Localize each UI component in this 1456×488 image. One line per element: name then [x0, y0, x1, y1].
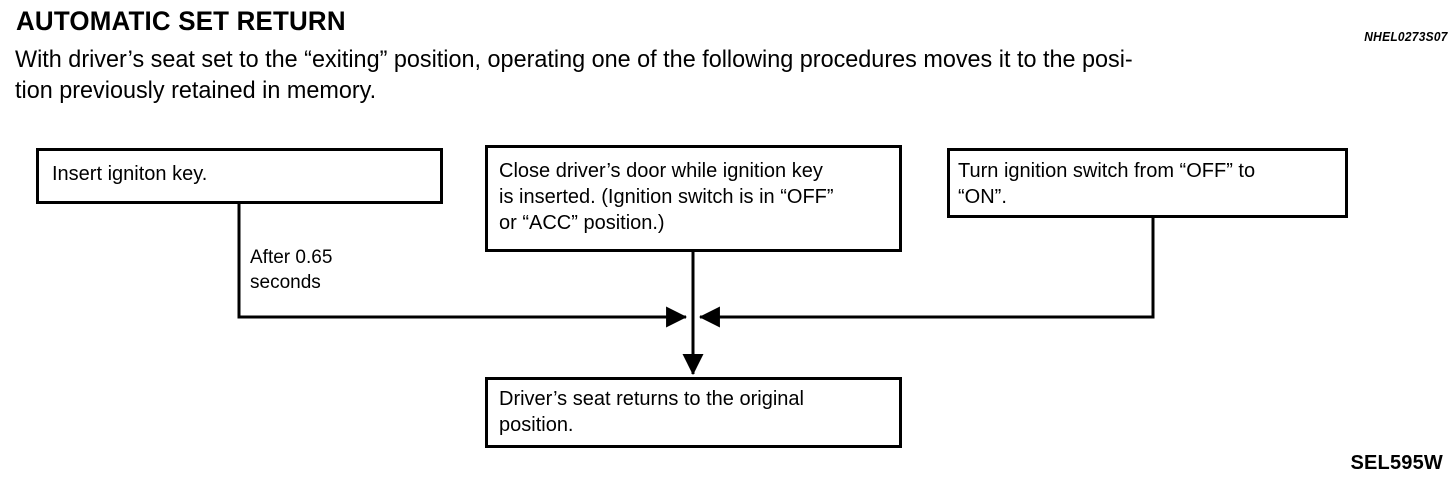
- intro-line-2: tion previously retained in memory.: [15, 77, 377, 104]
- connector-insert-key: [237, 202, 688, 328]
- edge-label-delay: After 0.65 seconds: [250, 247, 333, 293]
- box-label-insert-key: Insert igniton key.: [52, 163, 208, 185]
- box-label-seat-returns: Driver’s seat returns to the original po…: [499, 388, 804, 436]
- box-label-turn-switch: Turn ignition switch from “OFF” to “ON”.: [958, 160, 1256, 208]
- box-seat-returns: [485, 377, 902, 448]
- connector-turn-switch: [698, 216, 1155, 328]
- box-label-close-door: Close driver’s door while ignition key i…: [499, 160, 834, 234]
- intro-paragraph: With driver’s seat set to the “exiting” …: [15, 44, 1404, 106]
- intro-line-1: With driver’s seat set to the “exiting” …: [15, 46, 1133, 73]
- reference-code-top: NHEL0273S07: [1364, 29, 1448, 44]
- page-title: AUTOMATIC SET RETURN: [16, 6, 346, 36]
- box-turn-switch: [947, 148, 1348, 218]
- reference-code-bottom: SEL595W: [1350, 452, 1443, 474]
